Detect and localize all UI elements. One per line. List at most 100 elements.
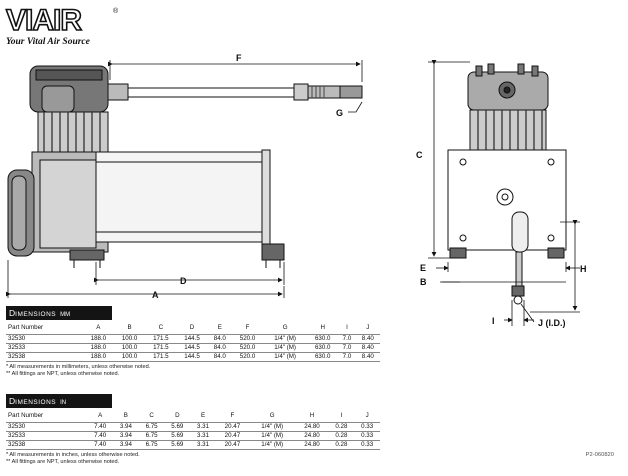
table-cell: 630.0 <box>307 334 339 344</box>
table-cell: 6.75 <box>138 422 165 432</box>
table-note: ** All fittings are NPT, unless otherwis… <box>6 459 120 465</box>
column-header: A <box>82 321 114 335</box>
table-cell: 171.5 <box>145 343 177 353</box>
table-cell: 8.40 <box>355 352 380 362</box>
table-cell: 144.5 <box>176 334 208 344</box>
table-cell: 7.40 <box>87 422 114 432</box>
table-cell: 7.0 <box>338 343 356 353</box>
column-header: C <box>138 409 165 423</box>
table-cell: 0.28 <box>328 431 355 441</box>
column-header: A <box>87 409 114 423</box>
column-header: G <box>248 409 296 423</box>
table-cell: 7.0 <box>338 352 356 362</box>
table-cell: 188.0 <box>82 352 114 362</box>
table-cell: 3.94 <box>113 422 139 432</box>
column-header: F <box>231 321 264 335</box>
column-header: G <box>263 321 308 335</box>
column-header: I <box>328 409 355 423</box>
front-dimensions <box>428 60 580 326</box>
table-cell: 630.0 <box>307 343 339 353</box>
table-cell: 32533 <box>6 431 88 441</box>
dim-label-h: H <box>580 264 587 274</box>
table-cell: 84.0 <box>207 334 232 344</box>
table-cell: 520.0 <box>231 334 264 344</box>
table-cell: 7.0 <box>338 334 356 344</box>
table-cell: 6.75 <box>138 440 165 450</box>
table-cell: 1/4" (M) <box>263 352 308 362</box>
table-cell: 0.33 <box>354 431 380 441</box>
column-header: H <box>307 321 339 335</box>
column-header: F <box>215 409 249 423</box>
dim-label-c: C <box>416 150 423 160</box>
table-cell: 20.47 <box>215 422 249 432</box>
table-cell: 1/4" (M) <box>263 334 308 344</box>
table-cell: 520.0 <box>231 343 264 353</box>
dim-label-b: B <box>420 277 427 287</box>
column-header: Part Number <box>6 409 88 423</box>
logo-wordmark: VIAIR <box>5 4 83 37</box>
drawing-reference: P2-060820 <box>585 452 614 458</box>
table-cell: 3.31 <box>190 440 216 450</box>
table-cell: 188.0 <box>82 343 114 353</box>
table-cell: 8.40 <box>355 343 380 353</box>
table-cell: 32530 <box>6 422 88 432</box>
viair-logo: VIAIR ® Your Vital Air Source <box>5 4 122 48</box>
column-header: Part Number <box>6 321 83 335</box>
table-cell: 1/4" (M) <box>248 440 296 450</box>
table-cell: 5.69 <box>164 431 191 441</box>
table-cell: 3.31 <box>190 431 216 441</box>
table-cell: 24.80 <box>295 440 329 450</box>
dim-label-j: J (I.D.) <box>538 318 566 328</box>
table-cell: 144.5 <box>176 352 208 362</box>
table-cell: 7.40 <box>87 440 114 450</box>
table-cell: 1/4" (M) <box>248 422 296 432</box>
table-cell: 84.0 <box>207 352 232 362</box>
table-cell: 100.0 <box>113 343 146 353</box>
table-cell: 24.80 <box>295 431 329 441</box>
table-cell: 32530 <box>6 334 83 344</box>
column-header: J <box>354 409 380 423</box>
table-cell: 520.0 <box>231 352 264 362</box>
table-cell: 24.80 <box>295 422 329 432</box>
column-header: B <box>113 321 146 335</box>
column-header: E <box>207 321 232 335</box>
registered-mark: ® <box>113 8 119 15</box>
table-cell: 5.69 <box>164 440 191 450</box>
table-cell: 188.0 <box>82 334 114 344</box>
table-cell: 32533 <box>6 343 83 353</box>
table-cell: 8.40 <box>355 334 380 344</box>
dim-label-g: G <box>336 108 343 118</box>
table-cell: 171.5 <box>145 352 177 362</box>
logo-tagline: Your Vital Air Source <box>6 37 90 47</box>
table-cell: 1/4" (M) <box>263 343 308 353</box>
column-header: H <box>295 409 329 423</box>
table-note: * All measurements in millimeters, unles… <box>6 364 151 370</box>
side-dimensions <box>6 60 363 298</box>
table-cell: 3.94 <box>113 431 139 441</box>
column-header: B <box>113 409 139 423</box>
table-cell: 7.40 <box>87 431 114 441</box>
table-cell: 3.31 <box>190 422 216 432</box>
dim-label-d: D <box>180 276 187 286</box>
table-cell: 630.0 <box>307 352 339 362</box>
table-cell: 144.5 <box>176 343 208 353</box>
column-header: I <box>338 321 356 335</box>
table-cell: 1/4" (M) <box>248 431 296 441</box>
table-cell: 20.47 <box>215 431 249 441</box>
table-cell: 171.5 <box>145 334 177 344</box>
table-cell: 6.75 <box>138 431 165 441</box>
dim-label-f: F <box>236 53 242 63</box>
column-header: D <box>164 409 191 423</box>
